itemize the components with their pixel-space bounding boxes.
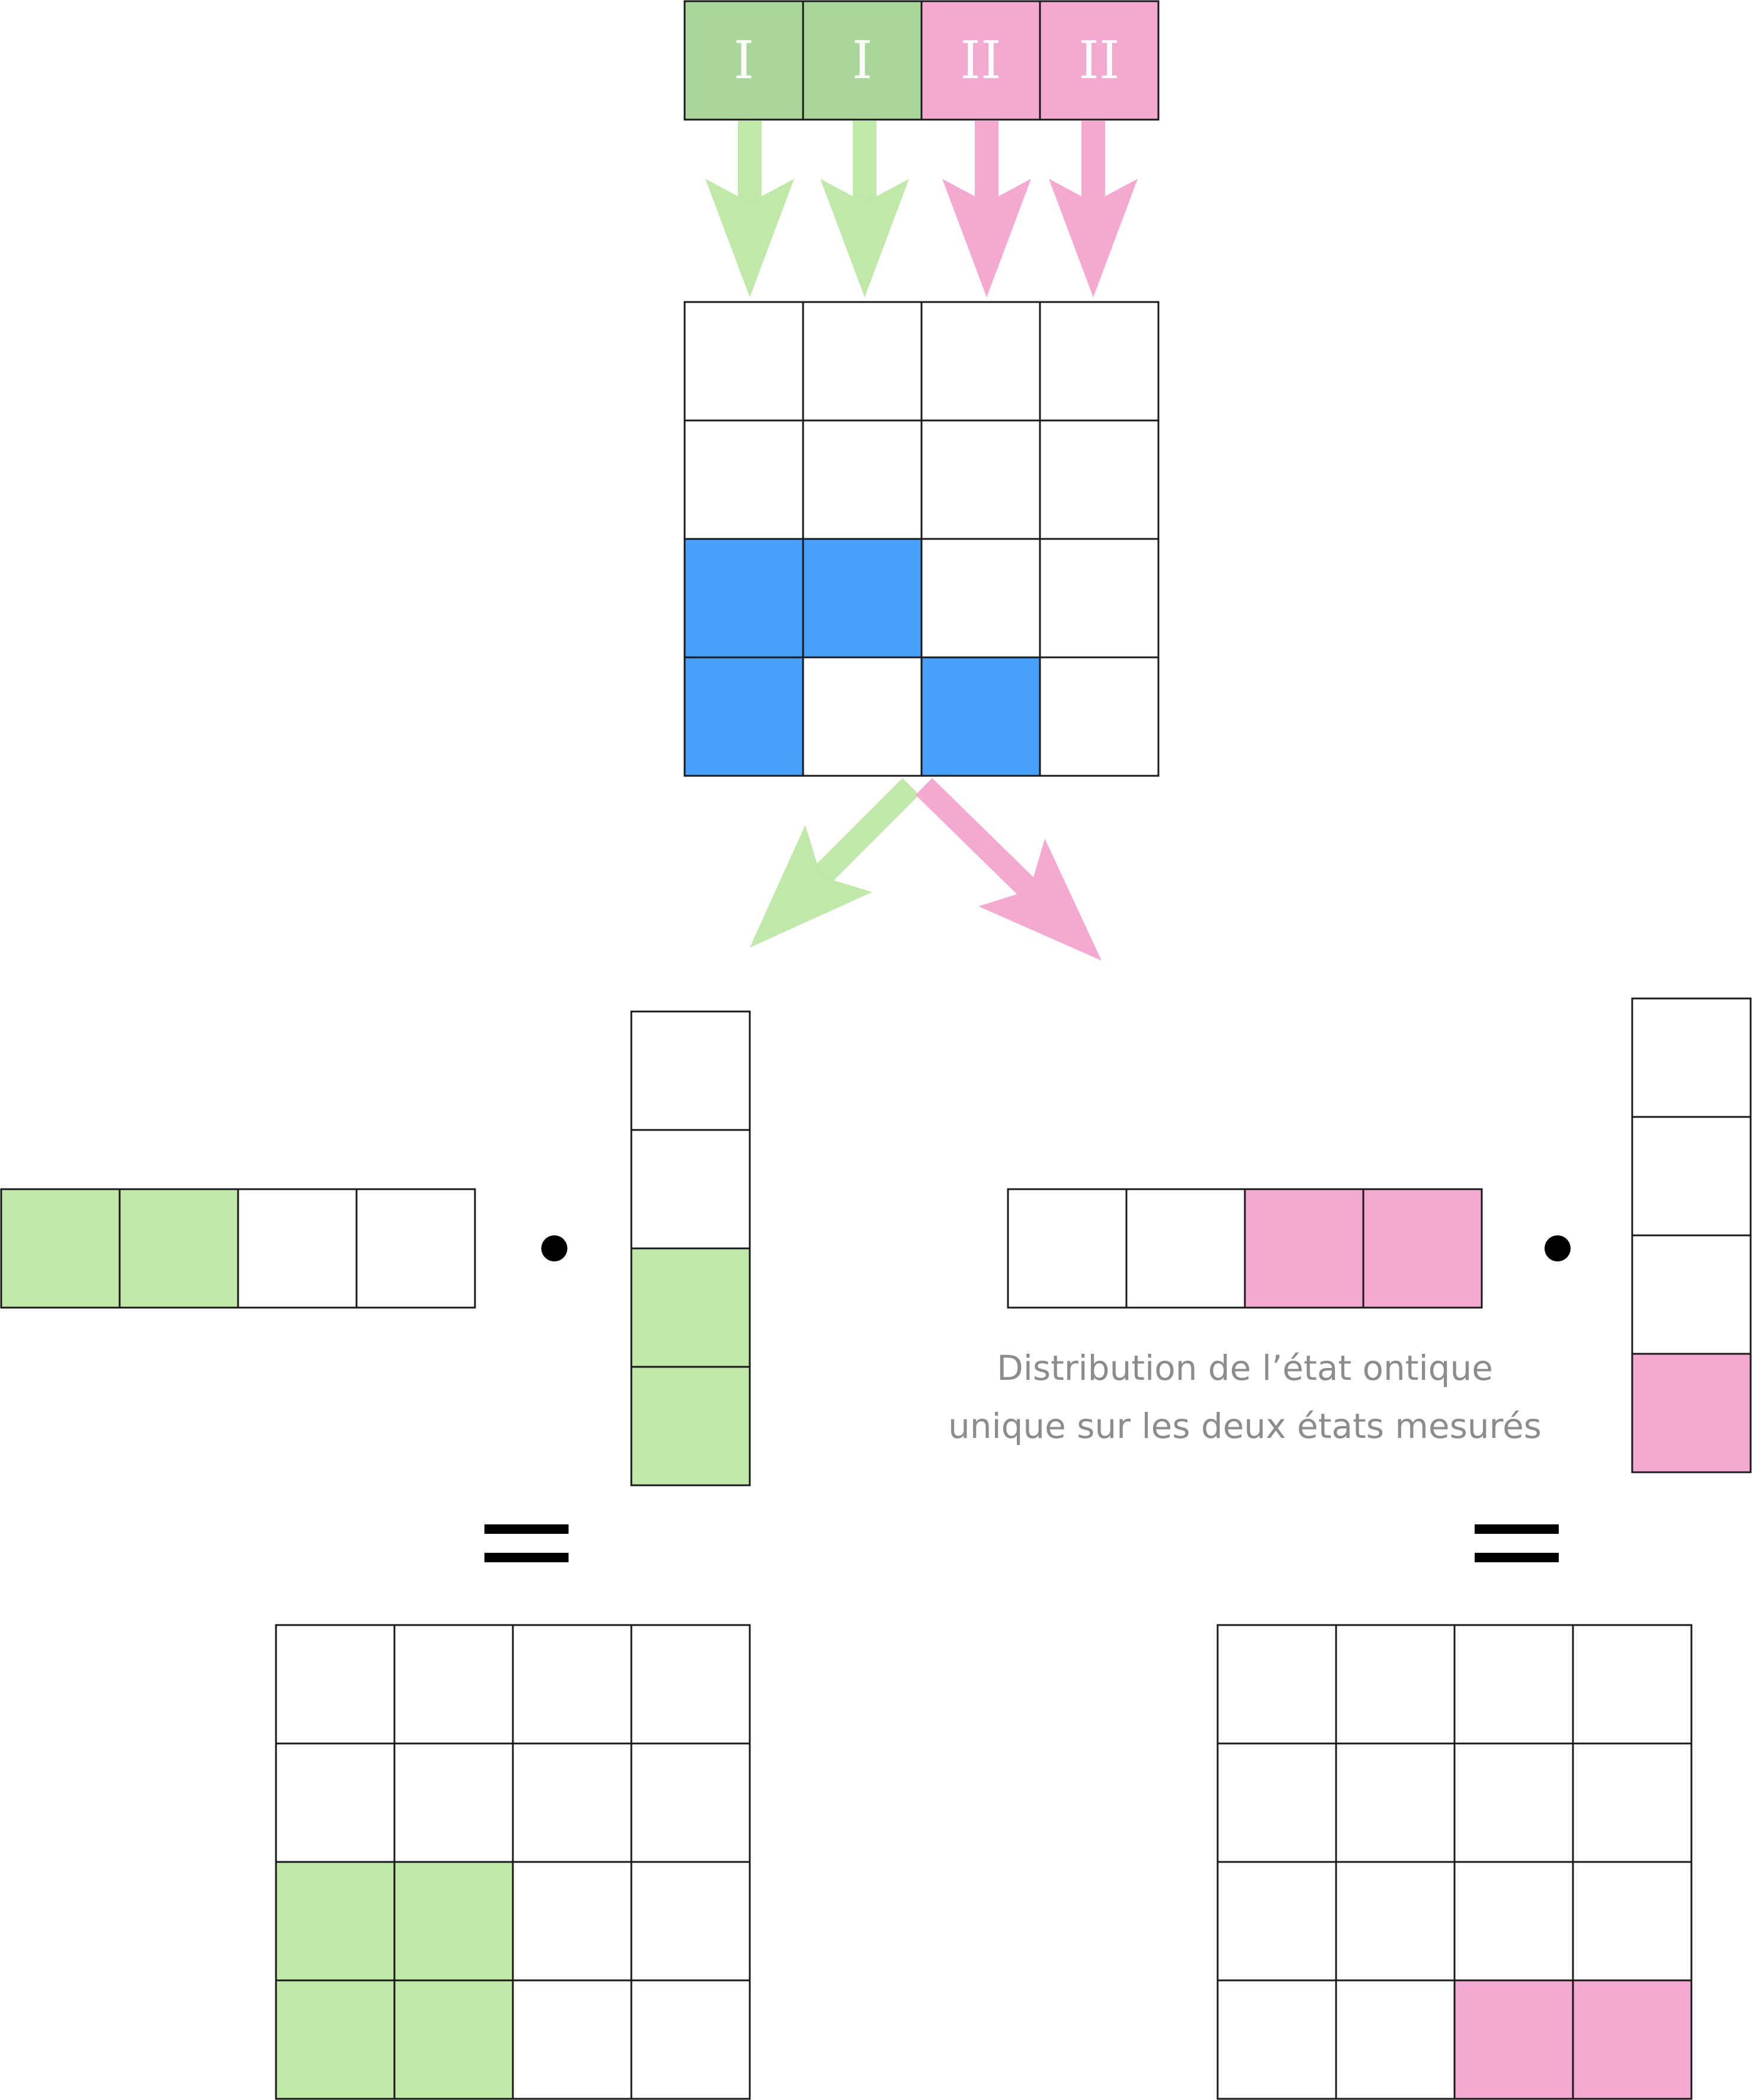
column-vector-cell <box>1631 997 1752 1118</box>
header-cell <box>920 0 1041 121</box>
row-vector-cell <box>1007 1188 1128 1309</box>
column-vector-cell <box>630 1366 751 1486</box>
matrix-cell <box>1335 1742 1456 1863</box>
matrix-cell <box>1039 656 1160 777</box>
column-vector-cell <box>1631 1353 1752 1473</box>
left-row-vector <box>0 1188 476 1309</box>
caption-line-1: Distribution de l’état ontique <box>997 1348 1493 1388</box>
matrix-cell <box>683 419 804 540</box>
matrix-cell <box>630 1624 751 1745</box>
matrix-cell <box>512 1979 633 2100</box>
caption-line-2: unique sur les deux états mesurés <box>948 1406 1542 1446</box>
arrow <box>1049 121 1138 297</box>
matrix-cell <box>683 538 804 659</box>
column-vector-cell <box>630 1247 751 1368</box>
matrix-cell <box>1572 1979 1693 2100</box>
matrix-cell <box>802 656 923 777</box>
right-equals-sign <box>1475 1524 1559 1562</box>
column-vector-cell <box>630 1129 751 1250</box>
matrix-cell <box>630 1979 751 2100</box>
matrix-cell <box>1572 1861 1693 1982</box>
matrix-cell <box>1572 1624 1693 1745</box>
column-vector-cell <box>1631 1234 1752 1355</box>
matrix-cell <box>1453 1742 1574 1863</box>
row-vector-cell <box>0 1188 121 1309</box>
row-vector-cell <box>1362 1188 1483 1309</box>
arrow <box>705 121 794 297</box>
matrix-cell <box>1335 1624 1456 1745</box>
matrix-cell <box>1335 1979 1456 2100</box>
matrix-cell <box>393 1624 514 1745</box>
matrix-cell <box>802 419 923 540</box>
matrix-cell <box>275 1624 396 1745</box>
arrow <box>750 778 920 948</box>
arrow <box>942 121 1031 297</box>
matrix-cell <box>393 1861 514 1982</box>
header-cell <box>683 0 804 121</box>
row-vector-cell <box>237 1188 358 1309</box>
matrix-cell <box>920 419 1041 540</box>
arrow <box>820 121 909 297</box>
matrix-cell <box>393 1979 514 2100</box>
matrix-cell <box>275 1861 396 1982</box>
right-result-matrix <box>1216 1624 1693 2100</box>
header-cell <box>1039 0 1160 121</box>
matrix-cell <box>1335 1861 1456 1982</box>
left-equals-sign <box>484 1524 569 1562</box>
source-matrix <box>683 301 1160 777</box>
matrix-cell <box>683 656 804 777</box>
matrix-cell <box>275 1742 396 1863</box>
matrix-cell <box>1453 1861 1574 1982</box>
matrix-cell <box>512 1742 633 1863</box>
matrix-cell <box>1039 538 1160 659</box>
matrix-cell <box>683 301 804 422</box>
column-vector-cell <box>630 1010 751 1131</box>
header-label: II <box>1078 30 1120 91</box>
matrix-cell <box>1216 1861 1337 1982</box>
matrix-cell <box>802 538 923 659</box>
row-vector-cell <box>1125 1188 1246 1309</box>
matrix-cell <box>1216 1624 1337 1745</box>
row-vector-cell <box>118 1188 239 1309</box>
column-vector-cell <box>1631 1116 1752 1237</box>
matrix-cell <box>275 1979 396 2100</box>
matrix-cell <box>920 538 1041 659</box>
split-arrows <box>750 778 1102 961</box>
left-dot-operator <box>541 1235 567 1261</box>
header-cell <box>802 0 923 121</box>
header-label: I <box>852 30 873 91</box>
right-dot-operator <box>1545 1235 1571 1261</box>
header-label: I <box>734 30 755 91</box>
down-arrows <box>705 121 1138 297</box>
matrix-cell <box>1039 301 1160 422</box>
matrix-cell <box>630 1742 751 1863</box>
matrix-cell <box>1216 1979 1337 2100</box>
matrix-cell <box>802 301 923 422</box>
left-result-matrix <box>275 1624 751 2100</box>
header-label: II <box>960 30 1001 91</box>
matrix-cell <box>920 301 1041 422</box>
matrix-cell <box>512 1624 633 1745</box>
matrix-cell <box>1453 1979 1574 2100</box>
matrix-cell <box>512 1861 633 1982</box>
matrix-cell <box>393 1742 514 1863</box>
matrix-cell <box>1216 1742 1337 1863</box>
left-column-vector <box>630 1010 751 1486</box>
right-column-vector <box>1631 997 1752 1473</box>
arrow <box>916 778 1102 961</box>
matrix-cell <box>1453 1624 1574 1745</box>
row-vector-cell <box>355 1188 476 1309</box>
matrix-cell <box>630 1861 751 1982</box>
row-vector-cell <box>1244 1188 1364 1309</box>
right-row-vector <box>1007 1188 1483 1309</box>
matrix-cell <box>920 656 1041 777</box>
matrix-cell <box>1039 419 1160 540</box>
matrix-cell <box>1572 1742 1693 1863</box>
